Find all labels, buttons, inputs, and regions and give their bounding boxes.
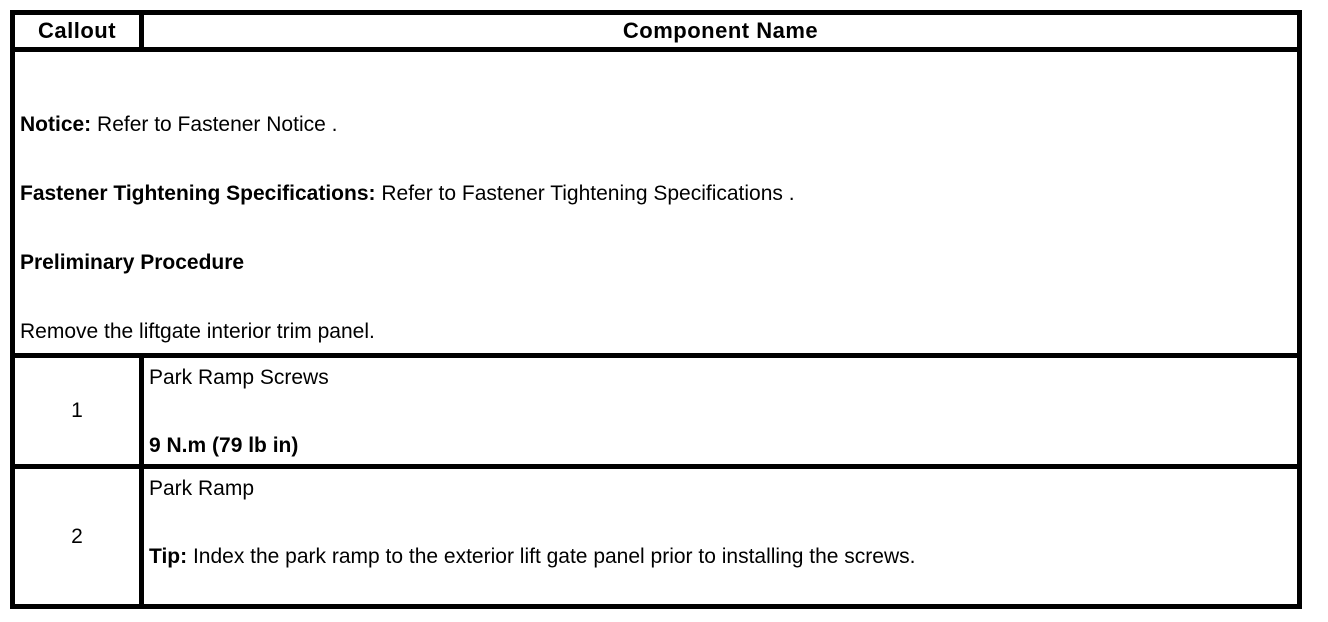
component-name-text: Park Ramp Screws [149,366,329,389]
notice-label: Notice: [20,113,92,136]
table-row-1: 1 Park Ramp Screws 9 N.m (79 lb in) [10,353,1302,469]
fastener-spec-label: Fastener Tightening Specifications: [20,182,376,205]
notice-paragraph: Notice: Refer to Fastener Notice . [20,112,1291,138]
tip-text: Index the park ramp to the exterior lift… [187,545,916,568]
callout-column-header: Callout [10,10,144,52]
component-cell-2: Park Ramp Tip: Index the park ramp to th… [139,464,1302,609]
component-callout-table: Callout Component Name Notice: Refer to … [10,10,1302,609]
tip-label: Tip: [149,545,188,568]
preliminary-procedure-step: Remove the liftgate interior trim panel. [20,320,375,343]
notice-text: Refer to Fastener Notice . [91,113,338,136]
preliminary-info-row: Notice: Refer to Fastener Notice . Faste… [10,47,1302,358]
callout-number-2: 2 [10,464,144,609]
table-header-row: Callout Component Name [10,10,1302,52]
preliminary-procedure-heading: Preliminary Procedure [20,251,245,274]
fastener-spec-text: Refer to Fastener Tightening Specificati… [375,182,795,205]
tip-paragraph: Tip: Index the park ramp to the exterior… [149,544,1291,570]
fastener-spec-paragraph: Fastener Tightening Specifications: Refe… [20,181,1291,207]
component-cell-1: Park Ramp Screws 9 N.m (79 lb in) [139,353,1302,469]
preliminary-info-cell: Notice: Refer to Fastener Notice . Faste… [10,47,1302,358]
callout-number-1: 1 [10,353,144,469]
torque-spec-text: 9 N.m (79 lb in) [149,434,299,457]
component-name-text: Park Ramp [149,477,255,500]
table-row-2: 2 Park Ramp Tip: Index the park ramp to … [10,464,1302,609]
component-name-column-header: Component Name [139,10,1302,52]
